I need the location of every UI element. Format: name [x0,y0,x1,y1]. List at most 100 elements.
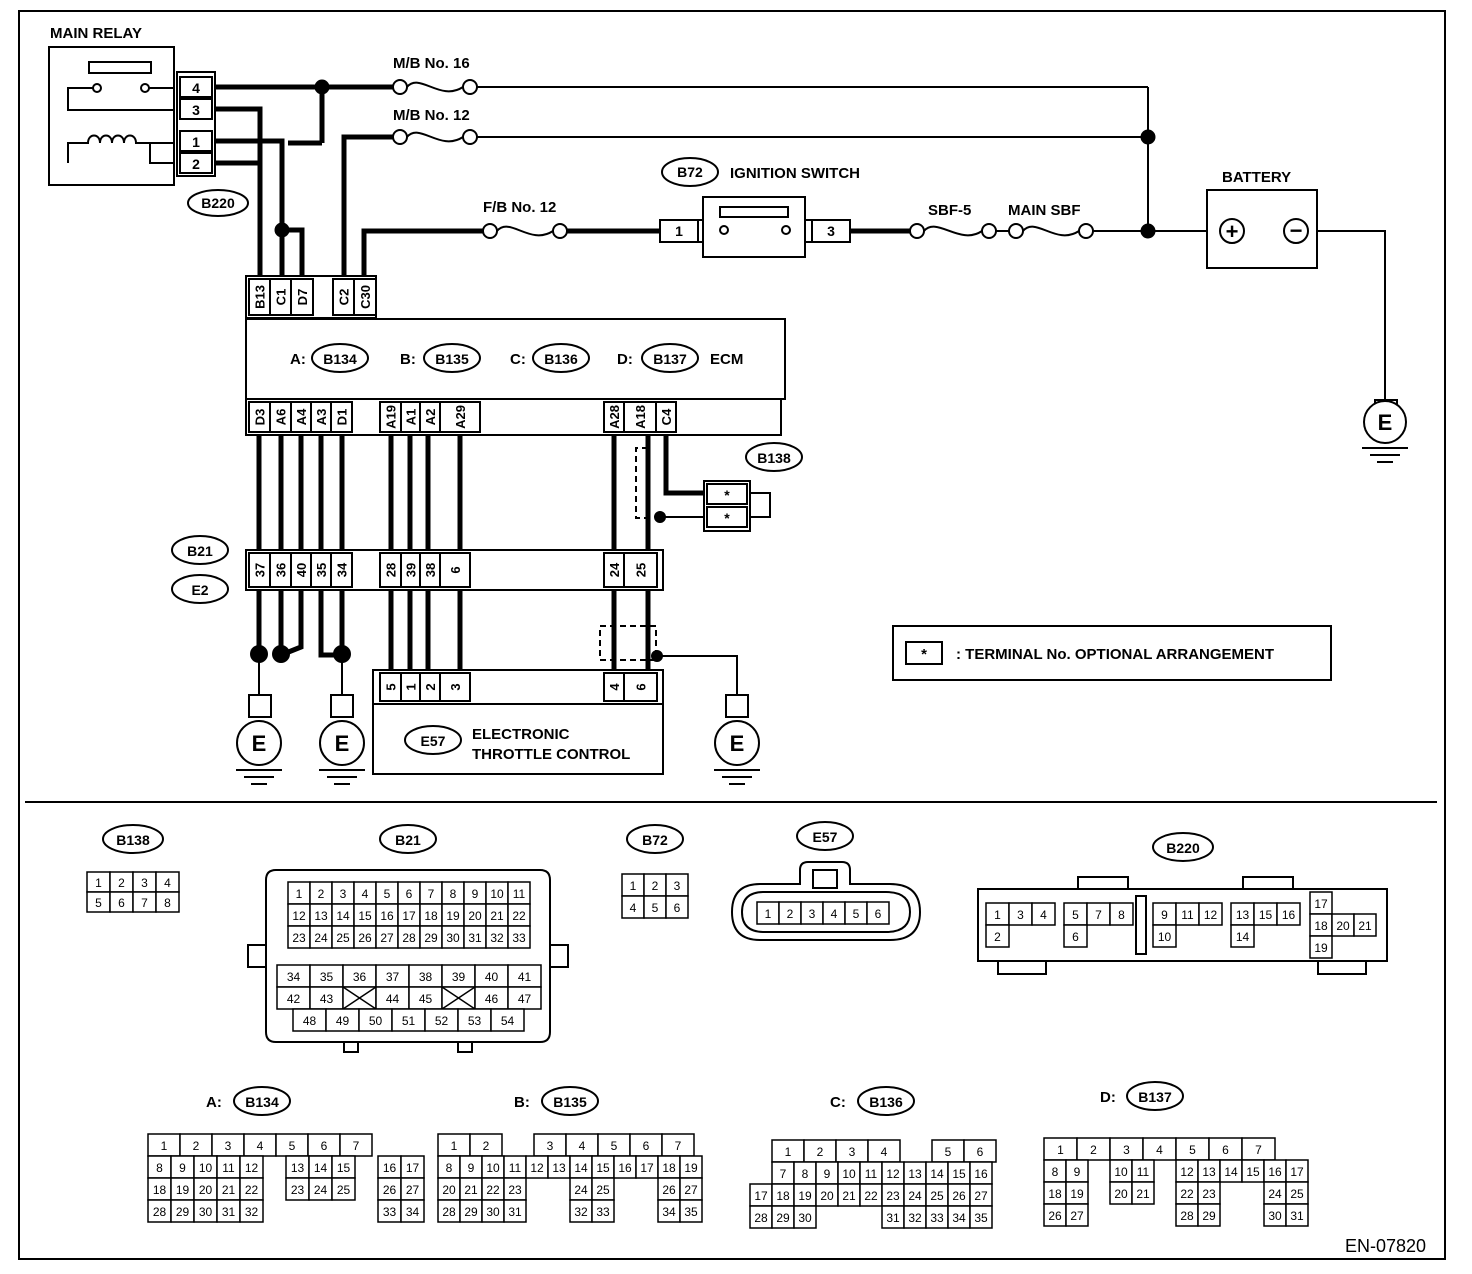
ecm-b21-wires [256,435,704,550]
relay-pin: 1 [192,134,200,150]
ground-etc: E [714,694,760,785]
face-pin-number: 29 [464,1205,478,1219]
face-pin-number: 33 [383,1205,397,1219]
face-tag-b135: B: B135 [514,1086,599,1116]
face-pin-number: 10 [1114,1165,1128,1179]
face-pin [507,925,531,949]
face-pin-number: 17 [402,909,416,923]
face-pin-number: 2 [652,879,659,893]
face-pin-number: 7 [428,887,435,901]
face-pin-number: 3 [141,876,148,890]
connector-tag-e2: E2 [191,582,208,598]
svg-text:D:: D: [1100,1089,1116,1106]
etc-label-2: THROTTLE CONTROL [472,746,630,763]
face-pin-number: 8 [164,896,171,910]
face-pin-number: 53 [468,1014,482,1028]
face-pin-number: 20 [820,1189,834,1203]
face-pin-number: 2 [318,887,325,901]
legend: * : TERMINAL No. OPTIONAL ARRANGEMENT [892,625,1332,681]
fuses [392,79,1094,239]
svg-text:C:: C: [510,351,526,368]
face-tag-e57: E57 [796,821,854,851]
face-pin [1131,1181,1155,1205]
face-pin-number: 19 [1070,1187,1084,1201]
face-pin-number: 7 [1095,908,1102,922]
face-pin [1353,913,1377,937]
face-pin-number: 39 [452,970,466,984]
main-relay: MAIN RELAY 4 3 1 2 B220 [48,25,249,217]
connector-tag-b135: B135 [435,351,469,367]
face-pin-number: 6 [977,1145,984,1159]
face-pin [665,895,689,919]
battery: BATTERY + − [1206,169,1318,269]
face-pin-number: 13 [291,1161,305,1175]
face-pin-number: 10 [1158,930,1172,944]
face-pin-number: 17 [640,1161,654,1175]
face-pin-number: 16 [618,1161,632,1175]
face-pin-number: 6 [118,896,125,910]
face-pin-number: 25 [930,1189,944,1203]
face-pin-number: 8 [156,1161,163,1175]
fuse-label-main-sbf: MAIN SBF [1008,202,1081,219]
face-pin-number: 17 [1290,1165,1304,1179]
power-wires [215,79,1386,400]
face-pin-number: 33 [596,1205,610,1219]
face-pin-number: 6 [321,1139,328,1153]
face-pin-number: 31 [886,1211,900,1225]
face-pin-number: 52 [435,1014,449,1028]
ign-pin: 1 [675,223,683,239]
pin-label: 36 [274,563,289,577]
svg-text:−: − [1290,218,1303,243]
face-pin [1065,1203,1089,1227]
face-pin-number: 25 [337,1183,351,1197]
pin-label: D3 [253,409,268,426]
ecm-label: ECM [710,351,743,368]
face-pin-number: 21 [1136,1187,1150,1201]
svg-text:B:: B: [514,1094,530,1111]
face-pin-number: 23 [508,1183,522,1197]
face-pin-number: 18 [1314,919,1328,933]
face-pin-number: 28 [754,1211,768,1225]
pin-label: A6 [274,409,289,426]
face-pin-number: 20 [442,1183,456,1197]
face-pin-number: 18 [1048,1187,1062,1201]
face-pin-number: 4 [881,1145,888,1159]
face-pin-number: 32 [245,1205,259,1219]
fuse-label-sbf5: SBF-5 [928,202,971,219]
face-pin-number: 2 [483,1139,490,1153]
face-pin-number: 19 [446,909,460,923]
face-pin-number: 29 [424,931,438,945]
face-pin-number: 11 [865,1167,878,1181]
face-pin-number: 37 [386,970,400,984]
face-pin-number: 27 [1070,1209,1084,1223]
face-tag-b134: A: B134 [206,1086,291,1116]
connector-tag-b137: B137 [653,351,687,367]
pin-label: A2 [423,409,438,426]
face-pin-number: 29 [776,1211,790,1225]
pin-label: 28 [384,563,399,577]
face-pin-number: 21 [222,1183,236,1197]
connector-tag-b72 [661,157,719,187]
face-pin-number: 6 [1222,1143,1229,1157]
face-pin-number: 25 [596,1183,610,1197]
pin-cell [623,401,657,433]
pin-label: 24 [607,562,622,577]
face-pin-number: 34 [406,1205,420,1219]
ground-battery: E [1362,399,1408,463]
face-pin-number: 12 [530,1161,544,1175]
face-pin-number: 9 [1074,1165,1081,1179]
face-pin-number: 23 [292,931,306,945]
face-pin-number: 29 [1202,1209,1216,1223]
face-pin-number: 1 [451,1139,458,1153]
face-pin-number: 14 [314,1161,328,1175]
face-pin-number: 42 [287,992,301,1006]
face-pin-number: 2 [118,876,125,890]
face-pin [1309,935,1333,959]
face-pin-number: 3 [849,1145,856,1159]
face-pin-number: 34 [287,970,301,984]
pin-label: 40 [294,563,309,577]
